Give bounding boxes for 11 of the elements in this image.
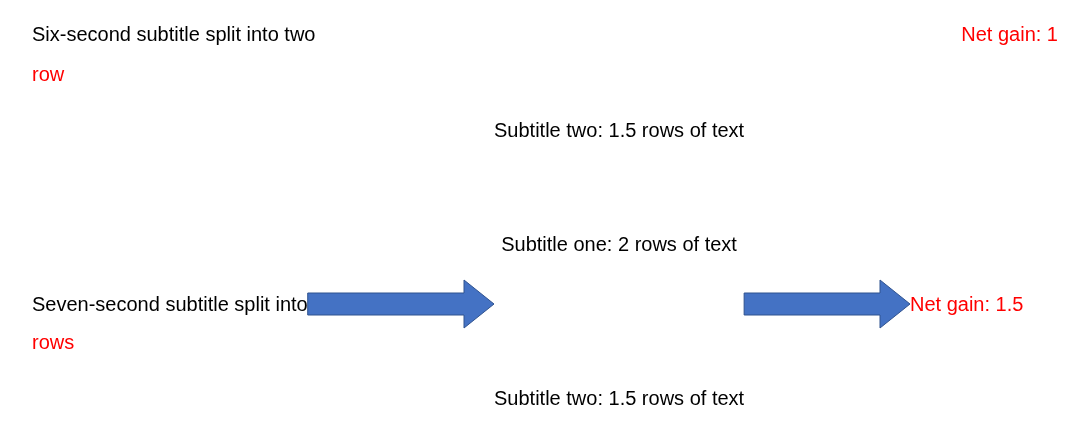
text-label: Net gain: 1 <box>961 22 1058 46</box>
block-arrow <box>743 279 911 329</box>
text-label: Subtitle two: 1.5 rows of text <box>494 118 745 142</box>
text-label: row <box>32 62 65 86</box>
text-label: rows <box>32 330 75 354</box>
text-label: Net gain: 1.5 <box>910 292 1024 316</box>
block-arrow <box>307 279 495 329</box>
text-label: Subtitle two: 1.5 rows of text <box>494 386 745 410</box>
text-label: Subtitle one: 2 rows of text <box>501 232 737 256</box>
text-label: Seven-second subtitle split into <box>32 292 308 316</box>
text-label: Six-second subtitle split into two <box>32 22 316 46</box>
